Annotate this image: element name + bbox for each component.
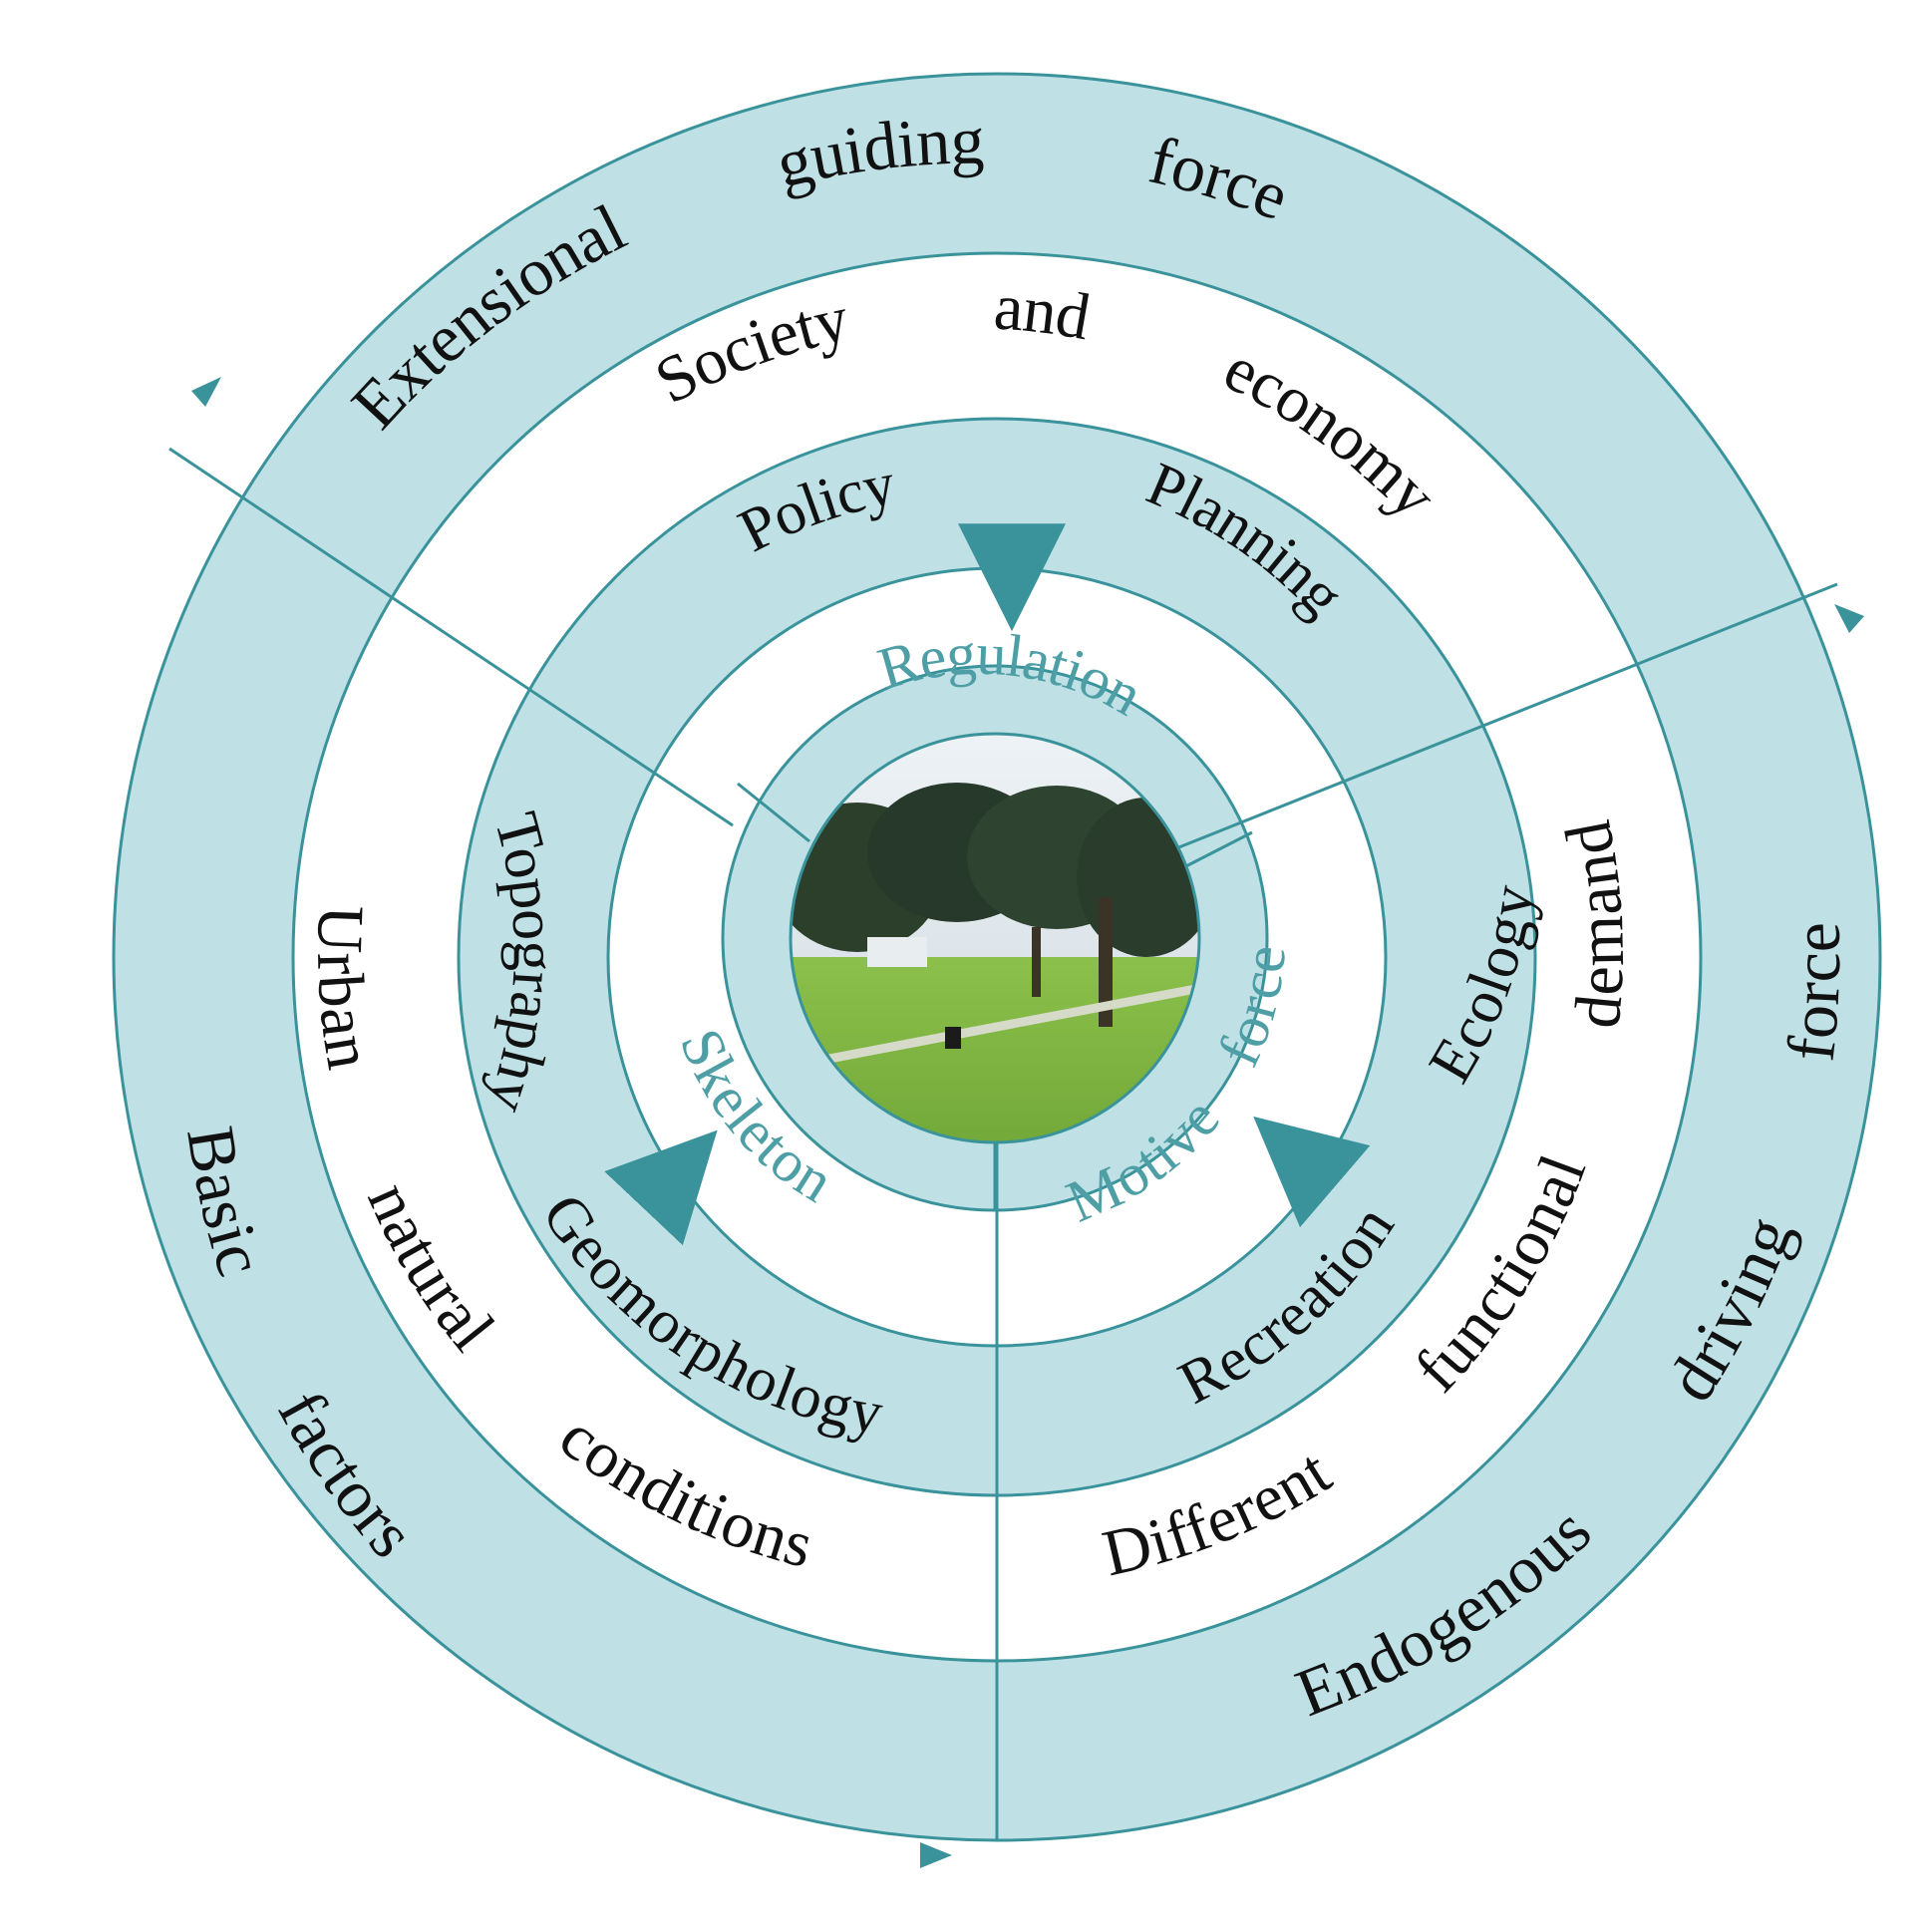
arrow-bottom-icon xyxy=(920,1842,952,1868)
arrow-left-icon xyxy=(191,377,221,407)
arrow-up-left-icon xyxy=(1253,1116,1371,1228)
inward-arrows xyxy=(604,523,1371,1246)
center-photo-border xyxy=(789,732,1201,1144)
park-photo-icon xyxy=(791,734,1199,1142)
sector-dividers xyxy=(168,447,1838,1840)
arrow-up-right-icon xyxy=(604,1129,718,1246)
arrow-right-icon xyxy=(1834,604,1864,633)
rotation-arrows xyxy=(191,377,1864,1868)
